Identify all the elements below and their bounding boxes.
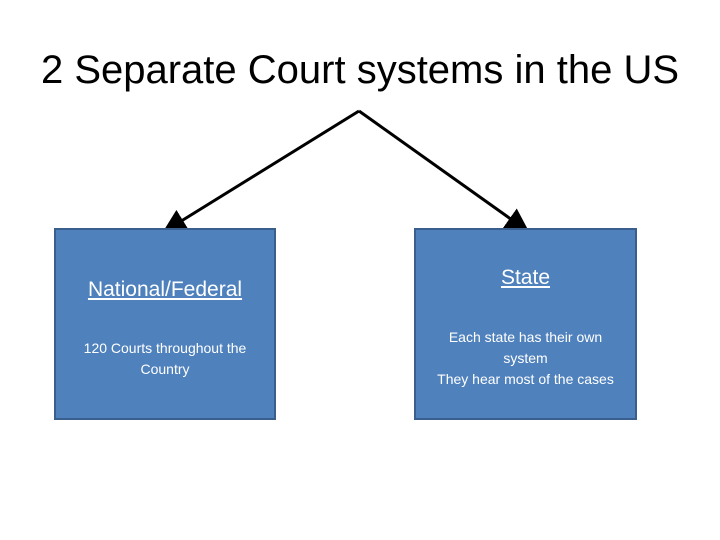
state-box: State Each state has their own system Th… (414, 228, 637, 420)
slide-title: 2 Separate Court systems in the US (40, 48, 680, 92)
federal-description: 120 Courts throughout the Country (62, 338, 268, 380)
arrow-to-state (358, 109, 530, 233)
state-description-line: They hear most of the cases (437, 371, 614, 387)
arrow-to-federal (162, 109, 360, 233)
state-description-line: Each state has their own (448, 329, 603, 345)
state-description: Each state has their own system They hea… (422, 327, 629, 390)
federal-heading: National/Federal (87, 278, 243, 301)
federal-box: National/Federal 120 Courts throughout t… (54, 228, 276, 420)
state-heading: State (500, 266, 551, 289)
federal-description-line: 120 Courts throughout the (83, 340, 247, 356)
state-description-line: system (503, 350, 548, 366)
federal-description-line: Country (140, 361, 190, 377)
